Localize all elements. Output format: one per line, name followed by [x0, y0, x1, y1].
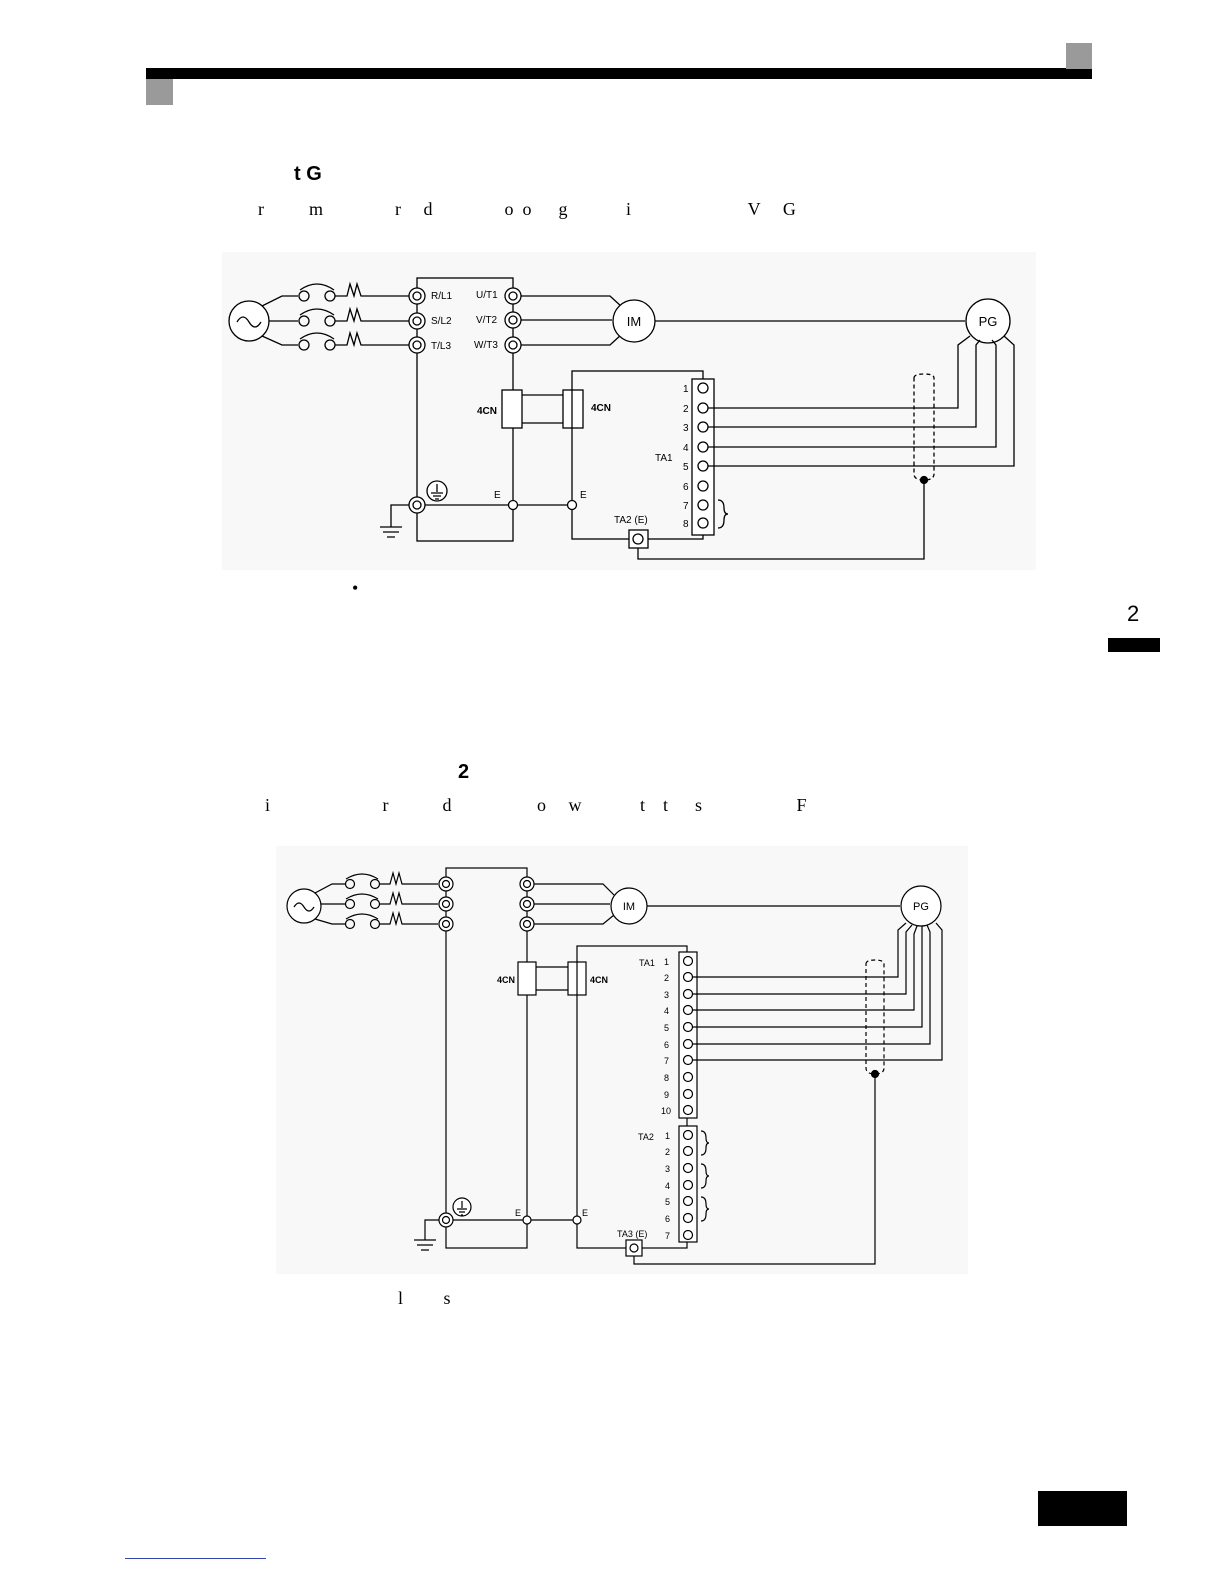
earth-label: E	[580, 490, 587, 501]
ground-terminal-label: TA2 (E)	[614, 515, 648, 526]
footer-link-rule	[125, 1558, 266, 1559]
terminal-number: 2	[683, 404, 689, 415]
terminal-number: 7	[665, 1231, 670, 1241]
terminal-number: 6	[683, 482, 689, 493]
note-bullet: •	[352, 578, 359, 598]
term-label: S/L2	[431, 316, 452, 327]
terminal-number: 2	[664, 973, 669, 983]
earth-label: E	[494, 490, 501, 501]
wiring-diagram-1: R/L1 S/L2 T/L3 U/T1 V/T2 W/T3 4CN 4CN TA…	[222, 252, 1036, 570]
terminal-number: 2	[665, 1147, 670, 1157]
terminal-number: 8	[664, 1073, 669, 1083]
terminal-number: 3	[665, 1164, 670, 1174]
terminal-block-label: TA1	[639, 958, 655, 968]
terminal-number: 4	[683, 443, 689, 454]
terminal-number: 1	[664, 957, 669, 967]
terminal-block-label: TA1	[655, 453, 673, 464]
section-heading-2: 2	[458, 761, 470, 783]
terminal-number: 1	[665, 1131, 670, 1141]
section-text-1: r m r d o o g i V G	[258, 199, 796, 219]
terminal-number: 10	[661, 1106, 671, 1116]
term-label: R/L1	[431, 291, 453, 302]
motor-label: IM	[627, 314, 641, 329]
term-label: V/T2	[476, 315, 498, 326]
ground-terminal-label: TA3 (E)	[617, 1229, 647, 1239]
encoder-label: PG	[913, 901, 929, 913]
section-heading-1: t G	[294, 163, 322, 185]
header-rule	[146, 68, 1092, 79]
page-number-box	[1038, 1491, 1127, 1526]
connector-label: 4CN	[497, 975, 515, 985]
terminal-number: 8	[683, 519, 689, 530]
terminal-number: 9	[664, 1090, 669, 1100]
chapter-tab-number: 2	[1127, 601, 1140, 626]
terminal-number: 4	[665, 1181, 670, 1191]
header-marker-left	[146, 79, 173, 105]
connector-label: 4CN	[477, 406, 497, 417]
wiring-diagram-2: 4CN 4CN TA1 TA2 TA3 (E) E E 1 2 3 4 5 6 …	[276, 846, 968, 1274]
terminal-number: 5	[665, 1197, 670, 1207]
terminal-number: 4	[664, 1006, 669, 1016]
terminal-number: 6	[665, 1214, 670, 1224]
terminal-number: 6	[664, 1040, 669, 1050]
chapter-tab-bar	[1108, 638, 1160, 652]
terminal-number: 3	[664, 990, 669, 1000]
header-marker-right	[1066, 43, 1092, 69]
terminal-number: 7	[664, 1056, 669, 1066]
term-label: W/T3	[474, 340, 498, 351]
earth-label: E	[582, 1208, 588, 1218]
connector-label: 4CN	[591, 403, 611, 414]
encoder-label: PG	[979, 314, 998, 329]
terminal-block-label: TA2	[638, 1132, 654, 1142]
terminal-number: 5	[664, 1023, 669, 1033]
earth-label: E	[515, 1208, 521, 1218]
term-label: T/L3	[431, 341, 451, 352]
terminal-number: 7	[683, 501, 689, 512]
terminal-number: 3	[683, 423, 689, 434]
terminal-number: 1	[683, 384, 689, 395]
terminal-number: 5	[683, 462, 689, 473]
section-text-2: i r d o w t t s F	[265, 795, 807, 815]
motor-label: IM	[623, 901, 635, 913]
term-label: U/T1	[476, 290, 498, 301]
note-text-2: l s	[398, 1288, 451, 1308]
connector-label: 4CN	[590, 975, 608, 985]
